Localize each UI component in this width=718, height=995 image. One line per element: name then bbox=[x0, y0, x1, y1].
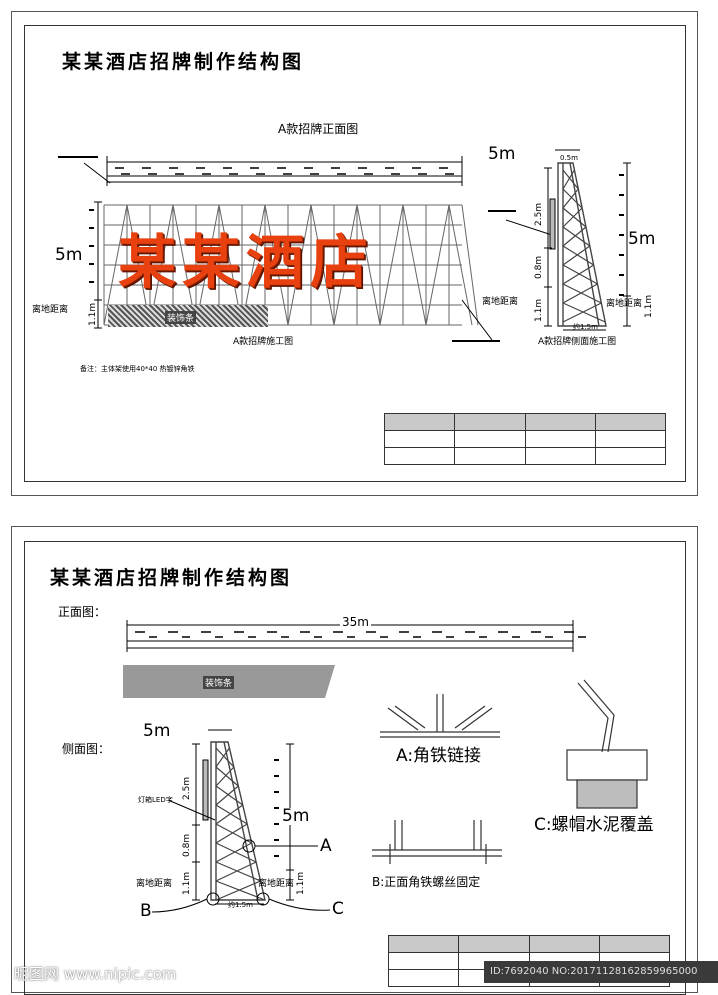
ground-distance-b: 离地距离 bbox=[258, 879, 295, 889]
drawing-sheet-2 bbox=[11, 526, 698, 993]
dim-11a: 1.1m bbox=[182, 871, 192, 895]
mark-b: B bbox=[140, 901, 152, 921]
height-b-label: 5m bbox=[282, 806, 310, 826]
mark-c: C bbox=[332, 899, 344, 919]
height-right-top-label: 5m bbox=[488, 144, 516, 164]
bottom-width-label-2: 约1.5m bbox=[228, 901, 253, 909]
top-width-label: 0.5m bbox=[560, 154, 578, 162]
image-id-bar: ID:7692040 NO:20171128162859965000 bbox=[484, 961, 718, 983]
sign-lettering: 某某酒店 bbox=[118, 228, 375, 296]
side-construction-label: A款招牌侧面施工图 bbox=[538, 337, 617, 347]
bottom-width-label: 约1.5m bbox=[573, 323, 598, 331]
dim-25-side-2: 2.5m bbox=[182, 776, 192, 800]
dim-11b: 1.1m bbox=[296, 871, 306, 895]
sheet-1-title-block bbox=[383, 413, 667, 465]
side-view-heading: 侧面图： bbox=[62, 742, 111, 756]
height-left-label: 5m bbox=[55, 245, 83, 265]
led-lettering-label: 灯箱LED字 bbox=[138, 796, 173, 804]
sheet-1-title: 某某酒店招牌制作结构图 bbox=[62, 51, 305, 73]
ground-distance-a: 离地距离 bbox=[136, 879, 173, 889]
sheet-1-drawing bbox=[58, 149, 631, 342]
detail-a-caption: A:角铁链接 bbox=[396, 746, 482, 766]
mark-a: A bbox=[320, 836, 332, 856]
material-note: 备注：主体架使用40*40 热镀锌角铁 bbox=[80, 365, 195, 373]
sheet-1-inner-border bbox=[24, 25, 686, 482]
height-right-mid-label: 5m bbox=[628, 229, 656, 249]
front-view-heading: 正面图： bbox=[58, 605, 107, 619]
side-ground-distance-label: 离地距离 bbox=[606, 299, 643, 309]
sheet-2-title: 某某酒店招牌制作结构图 bbox=[50, 567, 293, 589]
decor-strip-label: 装饰条 bbox=[165, 311, 197, 324]
site-watermark: 昵图网 www.nipic.com bbox=[14, 965, 177, 983]
height-a-label: 5m bbox=[143, 721, 171, 741]
detail-b-caption: B:正面角铁螺丝固定 bbox=[372, 875, 481, 889]
construction-label: A款招牌施工图 bbox=[233, 337, 294, 347]
ground-distance-left-label: 离地距离 bbox=[32, 305, 69, 315]
front-view-label: A款招牌正面图 bbox=[278, 122, 359, 136]
ground-distance-right-label: 离地距离 bbox=[482, 297, 519, 307]
length-35m-label: 35m bbox=[340, 615, 371, 629]
detail-c-caption: C:螺帽水泥覆盖 bbox=[534, 815, 654, 835]
decor-strip-label-2: 装饰条 bbox=[203, 676, 235, 689]
dim-08-side-2: 0.8m bbox=[182, 833, 192, 857]
